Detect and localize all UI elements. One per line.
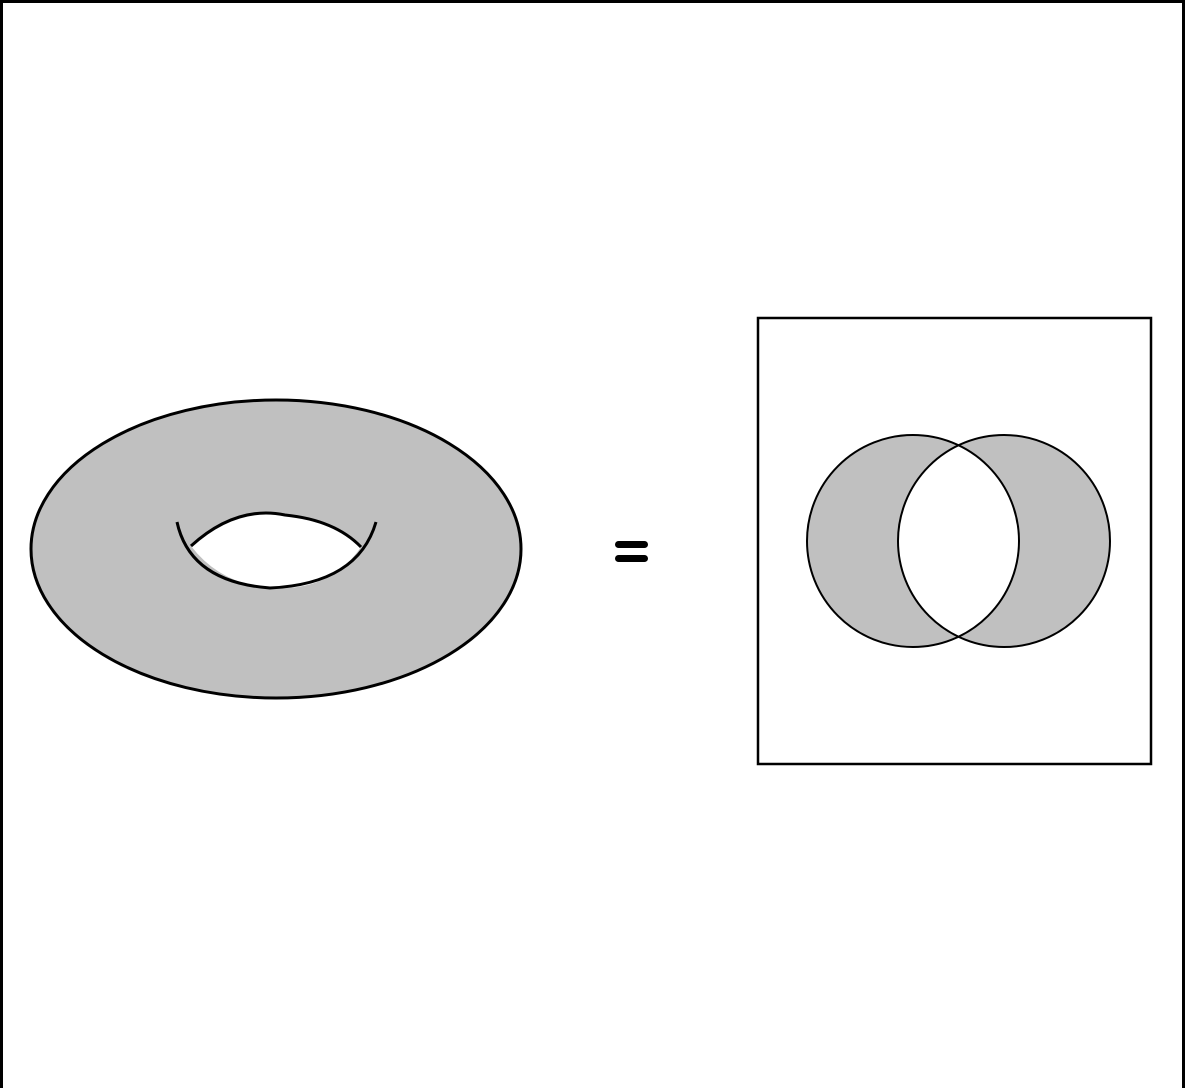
equals-sign [615, 541, 648, 562]
torus-icon [31, 400, 521, 698]
equals-bar-top [615, 541, 648, 548]
equals-bar-bottom [615, 555, 648, 562]
venn-diagram-icon [758, 318, 1151, 764]
